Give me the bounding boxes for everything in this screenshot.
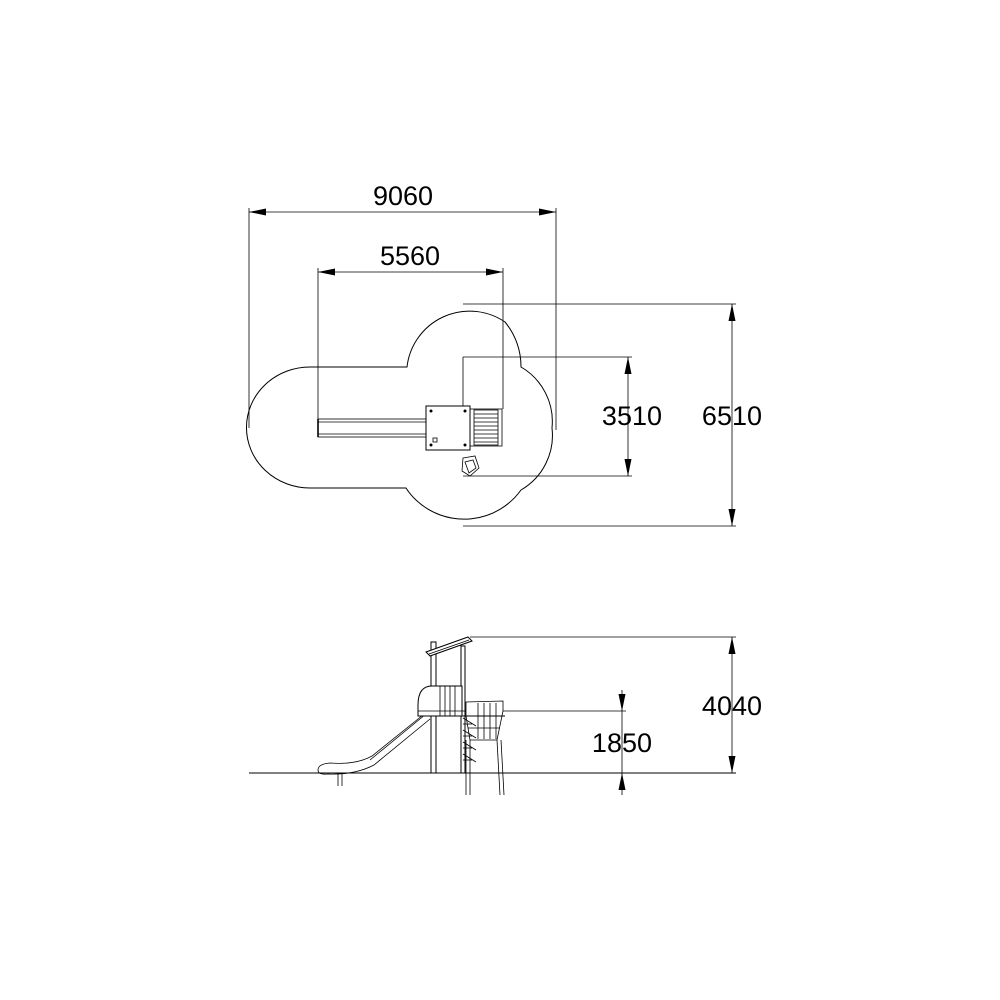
dimension-label-structure-depth: 3510 <box>602 401 662 431</box>
safety-zone-outline <box>246 310 553 520</box>
elevation-view: 4040 1850 <box>249 636 762 796</box>
climbing-net-side-view <box>465 700 505 796</box>
dimension-structure-depth: 3510 <box>602 357 662 476</box>
platform-top-view <box>425 405 471 451</box>
dimension-label-platform-height: 1850 <box>592 728 652 758</box>
dimension-label-overall-depth: 6510 <box>702 401 762 431</box>
dimension-total-height: 4040 <box>702 637 762 773</box>
step-stool-top-view <box>461 455 480 477</box>
dimension-label-overall-width: 9060 <box>373 181 433 211</box>
dimension-structure-width: 5560 <box>318 241 503 276</box>
dimension-overall-depth: 6510 <box>702 304 762 526</box>
dimension-platform-height: 1850 <box>592 690 652 795</box>
slide-side-view <box>317 710 431 786</box>
dimension-label-structure-width: 5560 <box>380 241 440 271</box>
elevation-extension-lines <box>470 636 736 712</box>
plan-view: 9060 5560 3510 6510 <box>246 181 762 527</box>
ladder-side-view <box>462 717 477 763</box>
slide-top-view <box>317 418 427 438</box>
dimension-overall-width: 9060 <box>249 181 556 216</box>
dimension-label-total-height: 4040 <box>702 691 762 721</box>
platform-panel-side-view <box>417 685 505 717</box>
climbing-net-top-view <box>469 408 503 447</box>
plan-extension-lines <box>248 208 736 527</box>
roof-side-view <box>425 636 473 657</box>
